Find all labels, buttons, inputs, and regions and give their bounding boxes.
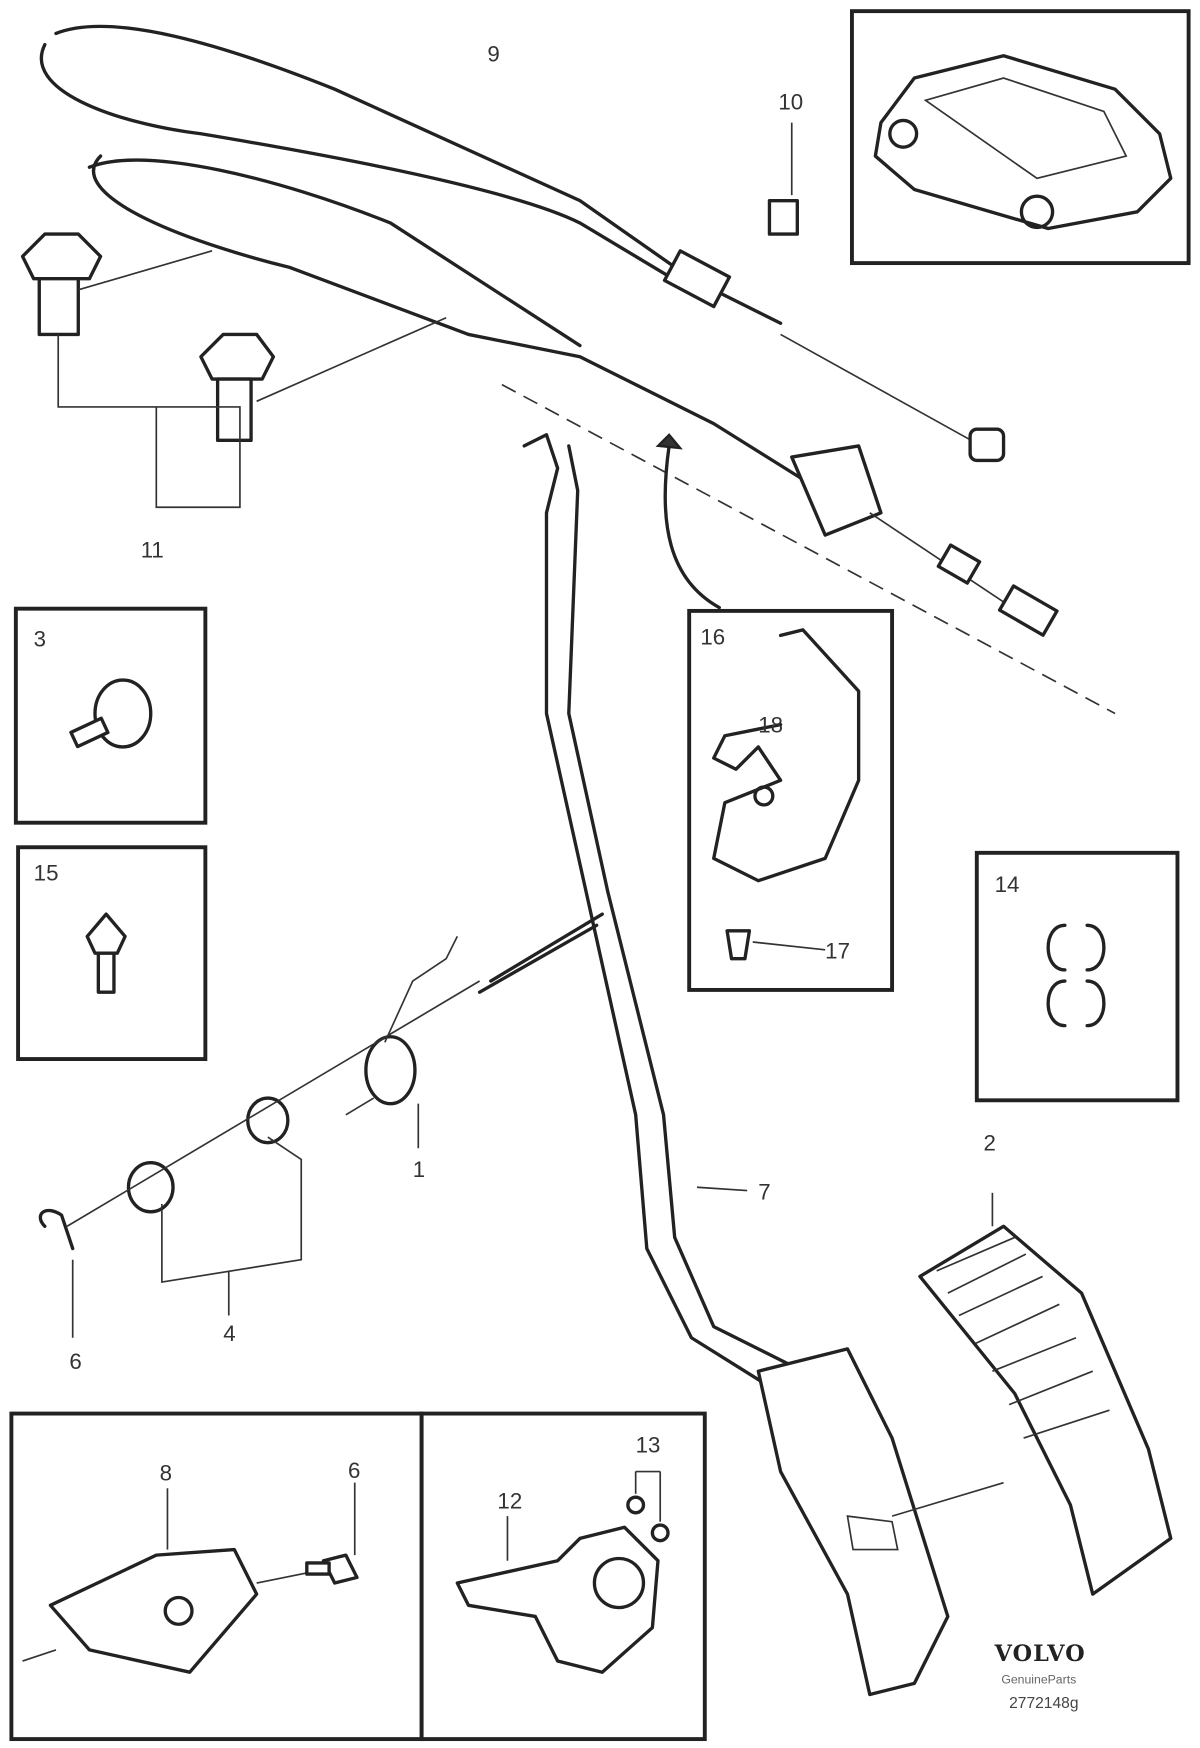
callout-10: 10 — [778, 89, 803, 114]
pedal-pad — [918, 1192, 1173, 1596]
callout-6b: 6 — [348, 1458, 360, 1483]
callout-4: 4 — [223, 1321, 235, 1346]
callout-6: 6 — [69, 1349, 81, 1374]
callout-11: 11 — [141, 537, 164, 562]
callout-1: 1 — [413, 1157, 425, 1182]
callout-16: 16 — [700, 624, 725, 649]
callout-15: 15 — [34, 861, 59, 886]
callout-17: 17 — [825, 939, 850, 964]
pedal-arm — [477, 433, 1004, 1697]
callout-7: 7 — [758, 1180, 770, 1205]
car-location-inset — [849, 9, 1191, 266]
spring-and-bushings — [38, 936, 748, 1338]
clips — [20, 122, 799, 509]
callout-2: 2 — [983, 1130, 995, 1155]
volvo-logo: VOLVO — [994, 1641, 1086, 1667]
inset-box-16 — [687, 608, 895, 992]
drawing-number: 2772148g — [1009, 1695, 1078, 1712]
brand-subtitle: GenuineParts — [1001, 1672, 1076, 1686]
throttle-cable — [39, 24, 1116, 715]
callout-14: 14 — [995, 872, 1020, 897]
callout-9: 9 — [487, 41, 499, 66]
inset-box-14 — [974, 850, 1180, 1103]
callout-13: 13 — [636, 1433, 661, 1458]
callout-3: 3 — [34, 627, 46, 652]
callout-8: 8 — [160, 1460, 172, 1485]
callout-18: 18 — [758, 712, 783, 737]
callout-12: 12 — [497, 1488, 522, 1513]
